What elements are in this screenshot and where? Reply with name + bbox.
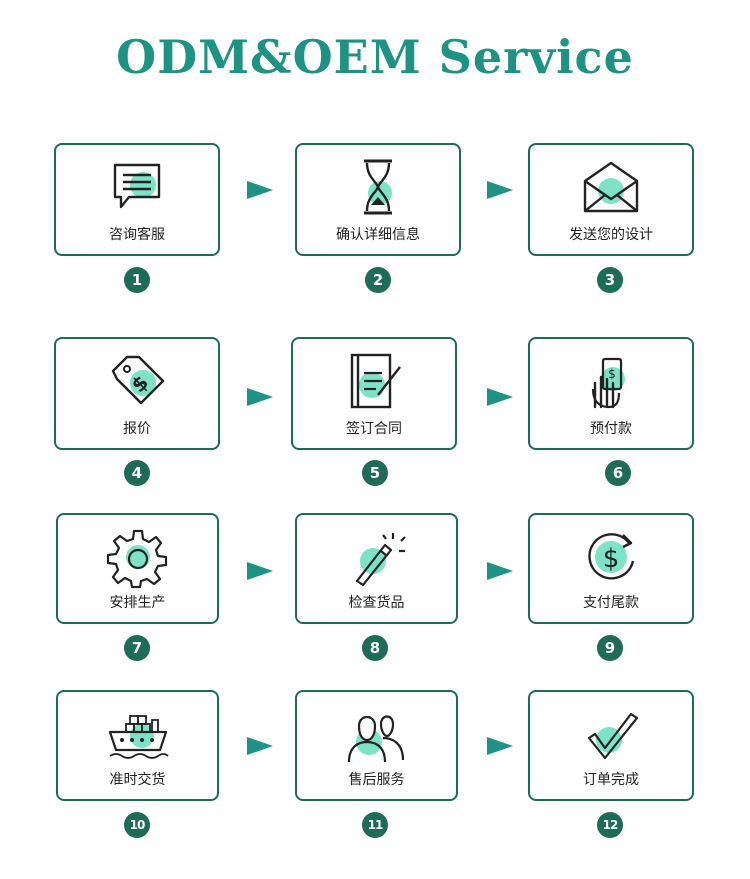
step-label: 检查货品 <box>348 595 405 611</box>
chat-bubble-icon <box>113 163 161 209</box>
cargo-ship-icon <box>108 715 169 759</box>
envelope-icon <box>583 161 639 213</box>
arrow-right-icon <box>487 562 513 580</box>
page-title: ODM&OEM Service <box>116 30 634 84</box>
step-number-badge: 11 <box>362 812 388 838</box>
step-label: 报价 <box>123 421 151 437</box>
step-label: 预付款 <box>590 421 632 437</box>
step-card-quote: $ 报价 <box>54 337 220 450</box>
svg-text:$: $ <box>603 544 620 574</box>
price-tag-icon: $ <box>111 355 165 405</box>
arrow-right-icon <box>247 737 273 755</box>
people-icon <box>347 715 404 763</box>
step-number-badge: 8 <box>362 635 388 661</box>
step-label: 签订合同 <box>346 421 402 437</box>
step-number-badge: 3 <box>597 267 623 293</box>
step-card-contract: 签订合同 <box>291 337 457 450</box>
step-number-badge: 9 <box>597 635 623 661</box>
step-label: 发送您的设计 <box>569 227 653 243</box>
step-label: 安排生产 <box>109 595 166 611</box>
step-card-delivery: 准时交货 <box>56 690 219 801</box>
payment-hand-icon: $ <box>591 357 625 409</box>
step-label: 售后服务 <box>348 772 405 788</box>
step-number-badge: 5 <box>362 460 388 486</box>
magic-wand-icon <box>355 533 406 587</box>
step-label: 咨询客服 <box>109 227 165 243</box>
contract-icon <box>350 353 401 409</box>
step-number-badge: 7 <box>124 635 150 661</box>
step-label: 确认详细信息 <box>336 227 420 243</box>
arrow-right-icon <box>487 388 513 406</box>
checkmark-icon <box>587 712 639 760</box>
arrow-right-icon <box>487 181 513 199</box>
step-label: 订单完成 <box>583 772 639 788</box>
step-number-badge: 4 <box>124 460 150 486</box>
gear-icon <box>106 529 167 589</box>
step-number-badge: 1 <box>124 267 150 293</box>
step-card-balance-payment: $ 支付尾款 <box>528 513 694 624</box>
step-number-badge: 2 <box>365 267 391 293</box>
hourglass-icon <box>364 159 392 215</box>
arrow-right-icon <box>247 181 273 199</box>
step-card-send-design: 发送您的设计 <box>528 143 694 256</box>
step-card-production: 安排生产 <box>56 513 219 624</box>
step-label: 支付尾款 <box>583 595 639 611</box>
step-card-inspection: 检查货品 <box>295 513 458 624</box>
dollar-cycle-icon: $ <box>588 533 635 580</box>
step-number-badge: 6 <box>605 460 631 486</box>
step-card-after-sales: 售后服务 <box>295 690 458 801</box>
step-card-prepay: $ 预付款 <box>528 337 694 450</box>
step-label: 准时交货 <box>109 772 166 788</box>
step-card-consult: 咨询客服 <box>54 143 220 256</box>
svg-text:$: $ <box>608 367 616 381</box>
arrow-right-icon <box>247 388 273 406</box>
arrow-right-icon <box>487 737 513 755</box>
step-number-badge: 10 <box>124 812 150 838</box>
arrow-right-icon <box>247 562 273 580</box>
step-card-confirm: 确认详细信息 <box>295 143 461 256</box>
step-number-badge: 12 <box>597 812 623 838</box>
step-card-order-complete: 订单完成 <box>528 690 694 801</box>
